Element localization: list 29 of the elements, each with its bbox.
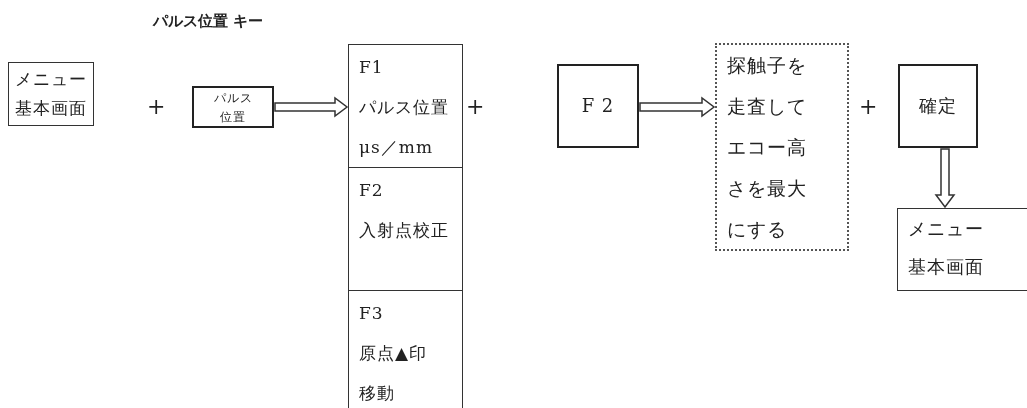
menu-item-text: 入射点校正	[359, 219, 450, 242]
key-label: パルス位置	[212, 90, 254, 126]
hollow-arrow	[274, 96, 349, 118]
menu-item-text: F2	[359, 179, 385, 202]
menu-item-text: 原点▲印移動	[359, 342, 429, 405]
key-box	[192, 86, 274, 128]
menu-panel	[348, 44, 463, 168]
menu-item-text: パルス位置	[359, 96, 450, 119]
menu-text: メニュー基本画面	[908, 217, 985, 279]
menu-panel	[348, 290, 463, 408]
hollow-arrow	[934, 148, 956, 209]
menu-panel	[348, 167, 463, 291]
key-label: F 2	[580, 94, 616, 118]
menu-item-text: F1	[359, 56, 385, 79]
key-label: 確定	[918, 94, 958, 118]
menu-box	[8, 62, 94, 126]
plus-sign: +	[147, 96, 166, 118]
menu-item-text: F3	[359, 302, 385, 325]
instruction-text: 探触子を走査してエコー高さを最大にする	[727, 53, 808, 242]
key-caption: パルス位置 キー	[153, 12, 264, 31]
menu-item-text: μs／mm	[359, 136, 434, 159]
menu-box	[897, 208, 1027, 291]
menu-text: メニュー基本画面	[14, 68, 88, 120]
instruction-box	[715, 43, 849, 251]
hollow-arrow	[639, 96, 716, 118]
plus-sign: +	[859, 96, 878, 118]
key-box	[898, 64, 978, 148]
key-box	[557, 64, 639, 148]
plus-sign: +	[466, 96, 485, 118]
